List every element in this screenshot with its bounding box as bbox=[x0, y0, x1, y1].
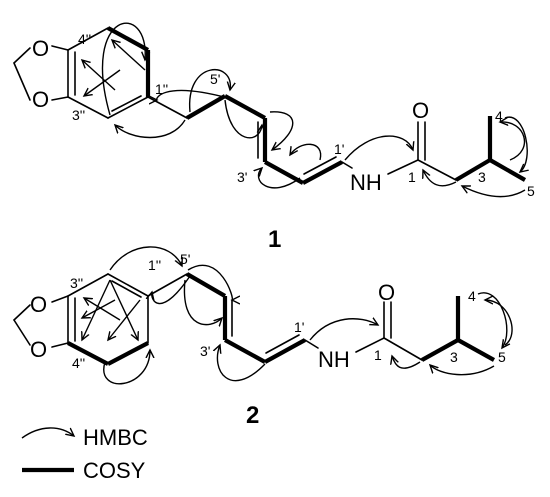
compound-2-oxygen-top: O bbox=[30, 292, 47, 317]
compound-1-structure: O O 4'' 3'' 1'' 5' 3' 1' NH bbox=[13, 22, 535, 253]
compound-1-label-4: 4 bbox=[495, 108, 503, 124]
compound-2-label-3pp: 3'' bbox=[70, 275, 83, 291]
compound-2-carbonyl-oxygen: O bbox=[378, 280, 395, 305]
legend: HMBC COSY bbox=[21, 425, 148, 483]
legend-hmbc-label: HMBC bbox=[83, 425, 148, 450]
compound-2-label-1p: 1' bbox=[294, 319, 304, 335]
compound-1-label-3pp: 3'' bbox=[72, 107, 85, 123]
compound-2-cosy-chain-a bbox=[185, 272, 227, 298]
compound-1-cosy-c3-c5 bbox=[488, 158, 527, 182]
compound-1-cosy-chain-b bbox=[223, 94, 267, 120]
compound-1-label-3p: 3' bbox=[237, 169, 247, 185]
compound-1-label-1: 1 bbox=[408, 169, 416, 185]
compound-2-number: 2 bbox=[246, 402, 259, 429]
compound-1-oxygen-top: O bbox=[32, 36, 49, 61]
compound-2-label-3: 3 bbox=[450, 349, 458, 365]
compound-1-hmbc-arrows bbox=[82, 22, 527, 198]
compound-1-bond-amide bbox=[387, 159, 419, 175]
compound-2-bond-c2 bbox=[383, 337, 423, 361]
compound-1-oxygen-bottom: O bbox=[32, 87, 49, 112]
compound-2-cosy-chain-c bbox=[223, 338, 267, 364]
compound-2-bond-amide bbox=[355, 337, 385, 353]
compound-2-dioxole-ring bbox=[13, 295, 69, 348]
compound-1-cosy-chain-e bbox=[302, 160, 343, 185]
compound-2-oxygen-bottom: O bbox=[30, 337, 47, 362]
compound-2-cosy-c3-c5 bbox=[456, 338, 496, 362]
compound-1-bond-nh bbox=[341, 161, 353, 169]
compound-2-bond-nh bbox=[304, 339, 319, 349]
compound-2-label-5p: 5' bbox=[180, 251, 190, 267]
legend-cosy-label: COSY bbox=[83, 458, 146, 483]
compound-1-label-3: 3 bbox=[478, 169, 486, 185]
compound-2-cosy-chain-d bbox=[263, 338, 307, 364]
compound-1-label-5: 5 bbox=[527, 183, 535, 199]
compound-2-bond-1pp bbox=[147, 273, 188, 297]
compound-1-double-bond-inner-2 bbox=[303, 156, 337, 175]
compound-2-structure: O O 3'' 4'' 1'' 5' 3' 1' NH O 1 bbox=[13, 246, 513, 429]
compound-1-label-5p: 5' bbox=[210, 71, 220, 87]
compound-2-label-3p: 3' bbox=[200, 343, 210, 359]
compound-1-bond-1pp bbox=[147, 96, 188, 119]
compound-2-label-4pp: 4'' bbox=[72, 355, 85, 371]
compound-2-double-bond-inner-2 bbox=[265, 334, 300, 354]
compound-1-dioxole-ring bbox=[13, 45, 69, 101]
compound-1-carbonyl-oxygen: O bbox=[412, 98, 429, 123]
compound-1-number: 1 bbox=[268, 226, 281, 253]
compound-1-cosy-chain-a bbox=[185, 94, 227, 120]
compound-1-label-4pp: 4'' bbox=[78, 31, 91, 47]
compound-2-benzene-ring bbox=[67, 273, 149, 366]
compound-2-label-1pp: 1'' bbox=[148, 257, 161, 273]
compound-2-hmbc-arrows bbox=[82, 246, 513, 385]
compound-2-label-1: 1 bbox=[374, 347, 382, 363]
compound-1-label-1p: 1' bbox=[334, 141, 344, 157]
compound-1-nh: NH bbox=[350, 170, 382, 195]
compound-2-nh: NH bbox=[318, 347, 350, 372]
compound-2-label-5: 5 bbox=[498, 349, 506, 365]
legend-hmbc-arrow bbox=[21, 427, 74, 439]
compound-2-label-4: 4 bbox=[468, 288, 476, 304]
compound-2-cosy-c2-c3 bbox=[420, 338, 460, 362]
compound-1-cosy-c2-c3 bbox=[454, 158, 492, 182]
compound-1-bond-c2 bbox=[417, 159, 457, 181]
